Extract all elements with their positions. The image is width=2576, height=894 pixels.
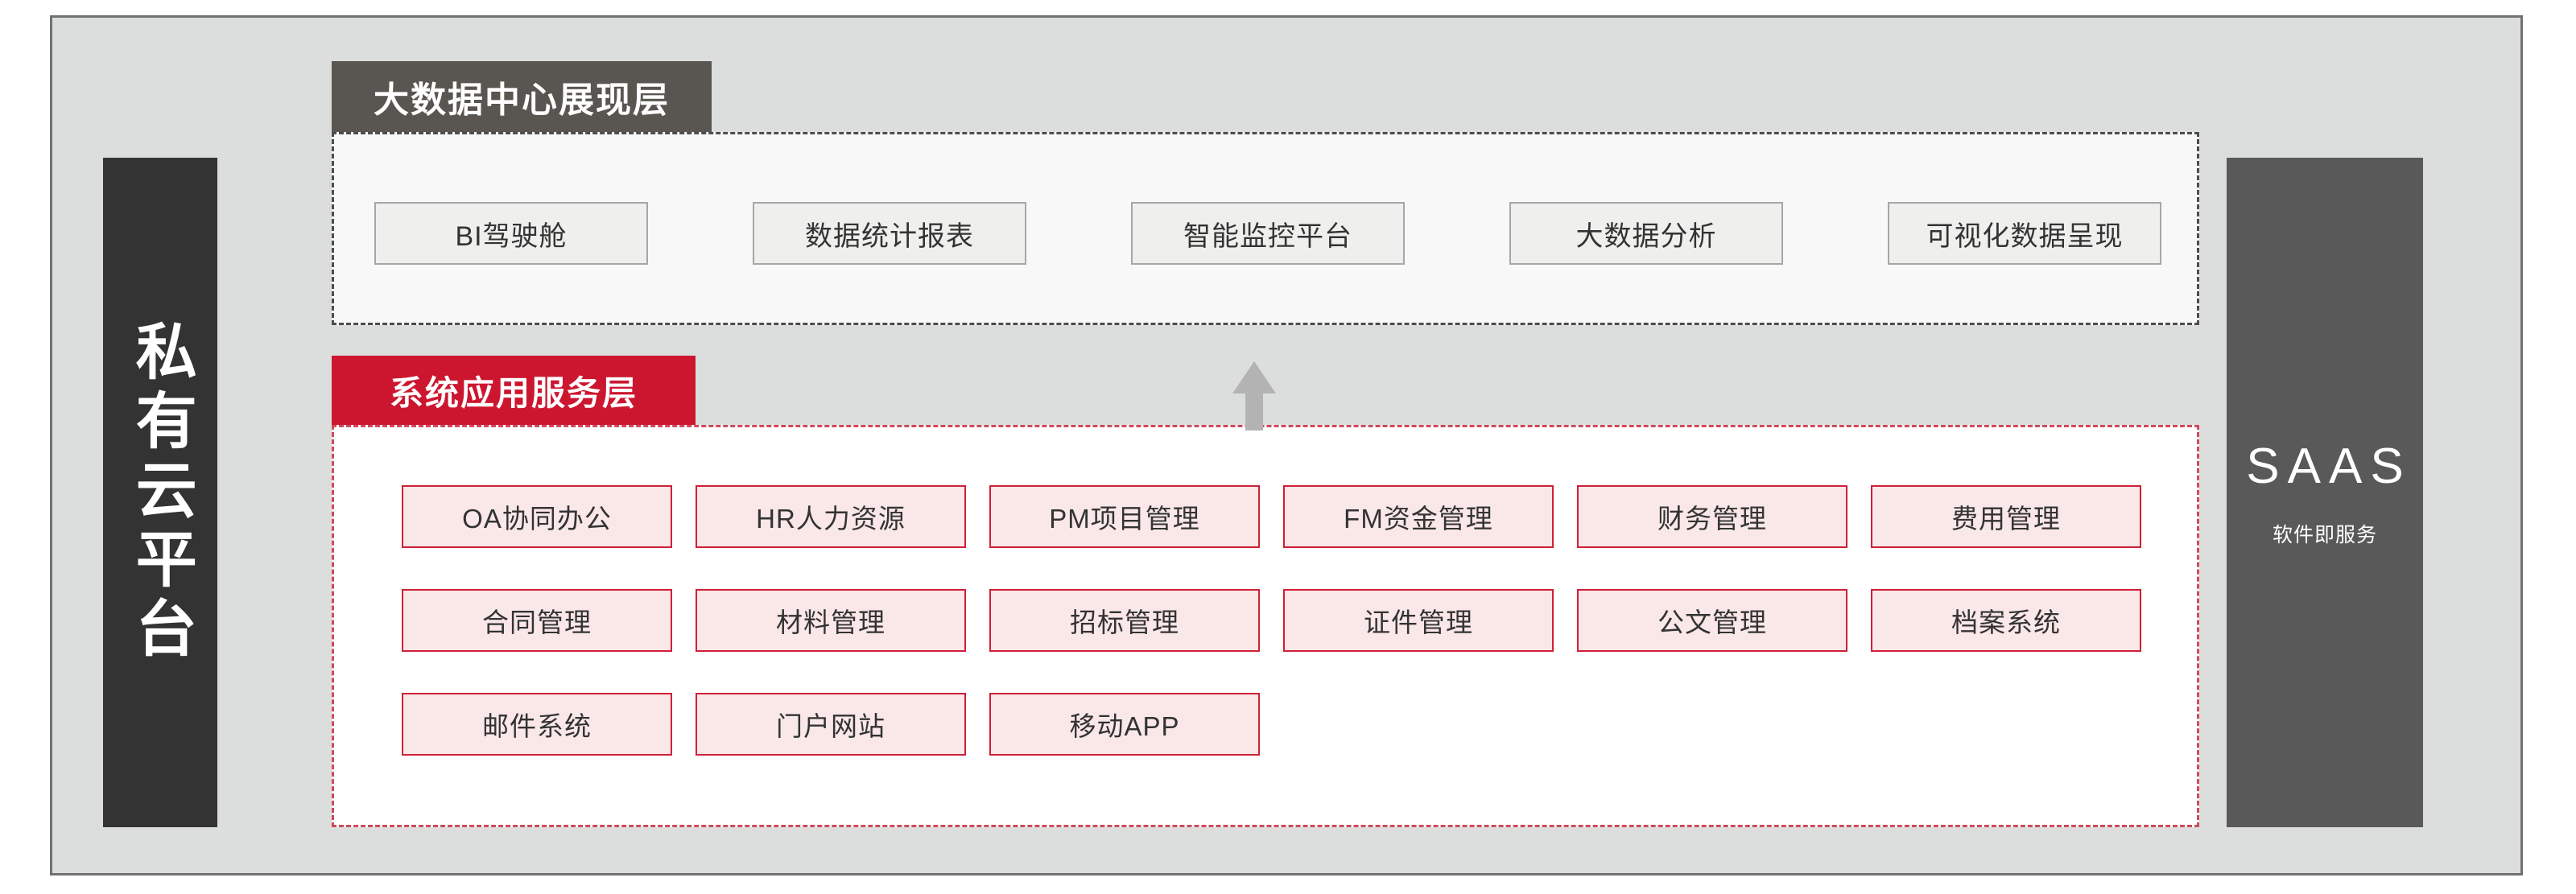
- left-platform-title: 私有云平台: [126, 319, 195, 665]
- service-layer-card[interactable]: 移动APP: [989, 693, 1260, 756]
- left-platform-panel: 私有云平台: [103, 158, 217, 827]
- service-layer-card[interactable]: 财务管理: [1577, 485, 1847, 548]
- service-layer-card[interactable]: OA协同办公: [402, 485, 672, 548]
- arrow-up-icon: [1232, 361, 1276, 431]
- service-layer-container: OA协同办公 HR人力资源 PM项目管理 FM资金管理财务管理费用管理合同管理材料管理…: [332, 425, 2199, 827]
- display-layer-card[interactable]: 大数据分析: [1509, 202, 1783, 265]
- saas-subtitle: 软件即服务: [2272, 523, 2377, 546]
- service-layer-card[interactable]: PM项目管理: [989, 485, 1260, 548]
- service-layer-card[interactable]: FM资金管理: [1283, 485, 1554, 548]
- service-layer-card[interactable]: 证件管理: [1283, 589, 1554, 652]
- service-layer-card[interactable]: 邮件系统: [402, 693, 672, 756]
- display-layer-header: 大数据中心展现层: [332, 61, 712, 132]
- display-layer-card[interactable]: 智能监控平台: [1131, 202, 1405, 265]
- service-layer-card[interactable]: 费用管理: [1871, 485, 2141, 548]
- display-layer-container: BI驾驶舱 数据统计报表 智能监控平台 大数据分析 可视化数据呈现: [332, 132, 2199, 325]
- service-layer-header: 系统应用服务层: [332, 356, 696, 425]
- service-layer-card[interactable]: HR人力资源: [696, 485, 966, 548]
- saas-title: SAAS: [2246, 438, 2412, 494]
- service-layer-card[interactable]: 档案系统: [1871, 589, 2141, 652]
- service-layer-card[interactable]: 公文管理: [1577, 589, 1847, 652]
- service-layer-card[interactable]: 材料管理: [696, 589, 966, 652]
- service-layer-card[interactable]: 门户网站: [696, 693, 966, 756]
- right-saas-panel: SAAS 软件即服务: [2227, 158, 2423, 827]
- service-layer-card-grid: OA协同办公 HR人力资源 PM项目管理 FM资金管理财务管理费用管理合同管理材料管理…: [402, 485, 2141, 756]
- display-layer-card[interactable]: 数据统计报表: [753, 202, 1026, 265]
- service-layer-card[interactable]: 招标管理: [989, 589, 1260, 652]
- display-layer-card[interactable]: 可视化数据呈现: [1888, 202, 2161, 265]
- display-layer-card-row: BI驾驶舱 数据统计报表 智能监控平台 大数据分析 可视化数据呈现: [374, 202, 2161, 265]
- service-layer-card[interactable]: 合同管理: [402, 589, 672, 652]
- display-layer-card[interactable]: BI驾驶舱: [374, 202, 648, 265]
